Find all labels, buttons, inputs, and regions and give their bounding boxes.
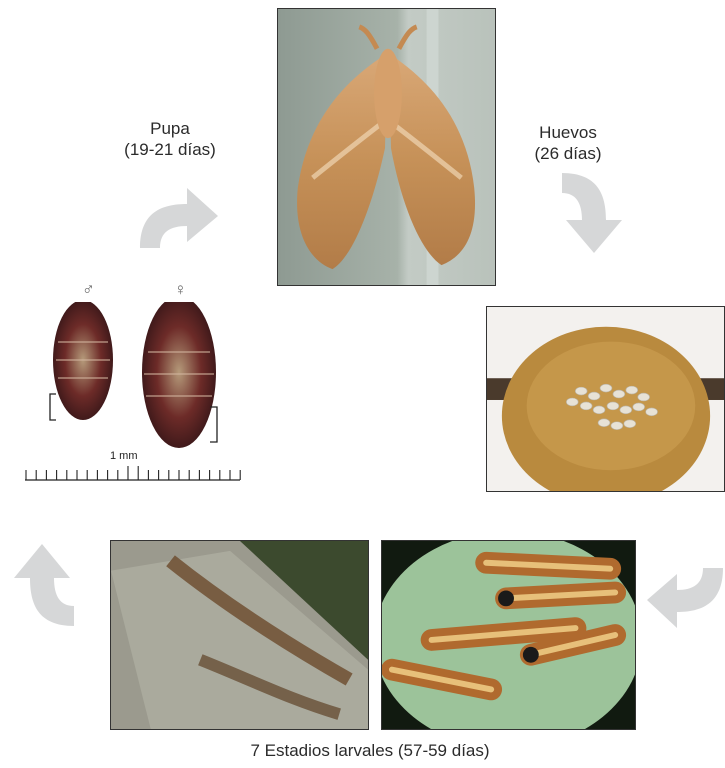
curved-arrow-icon	[645, 560, 725, 634]
larvae-on-leaf-photo	[381, 540, 636, 730]
male-pupa	[53, 302, 113, 420]
larvae-on-bark-photo	[110, 540, 369, 730]
female-pupa	[142, 302, 216, 448]
scale-label: 1 mm	[110, 450, 138, 462]
pupa-duration: (19-21 días)	[110, 139, 230, 160]
stage-label-larvae: 7 Estadios larvales (57-59 días)	[150, 740, 590, 761]
curved-arrow-icon	[8, 540, 78, 632]
stage-label-pupa: Pupa (19-21 días)	[110, 118, 230, 160]
eggs-title: Huevos	[508, 122, 628, 143]
male-symbol: ♂	[82, 280, 95, 300]
scale-ruler	[22, 462, 244, 484]
eggs-duration: (26 días)	[508, 143, 628, 164]
stage-label-eggs: Huevos (26 días)	[508, 122, 628, 164]
curved-arrow-icon	[558, 165, 628, 257]
pupa-title: Pupa	[110, 118, 230, 139]
curved-arrow-icon	[132, 182, 224, 252]
egg-mass-photo	[486, 306, 725, 492]
adult-moth-photo	[277, 8, 496, 286]
female-symbol: ♀	[174, 280, 187, 300]
pupa-specimens: ♂ ♀ 1 mm	[22, 280, 244, 490]
